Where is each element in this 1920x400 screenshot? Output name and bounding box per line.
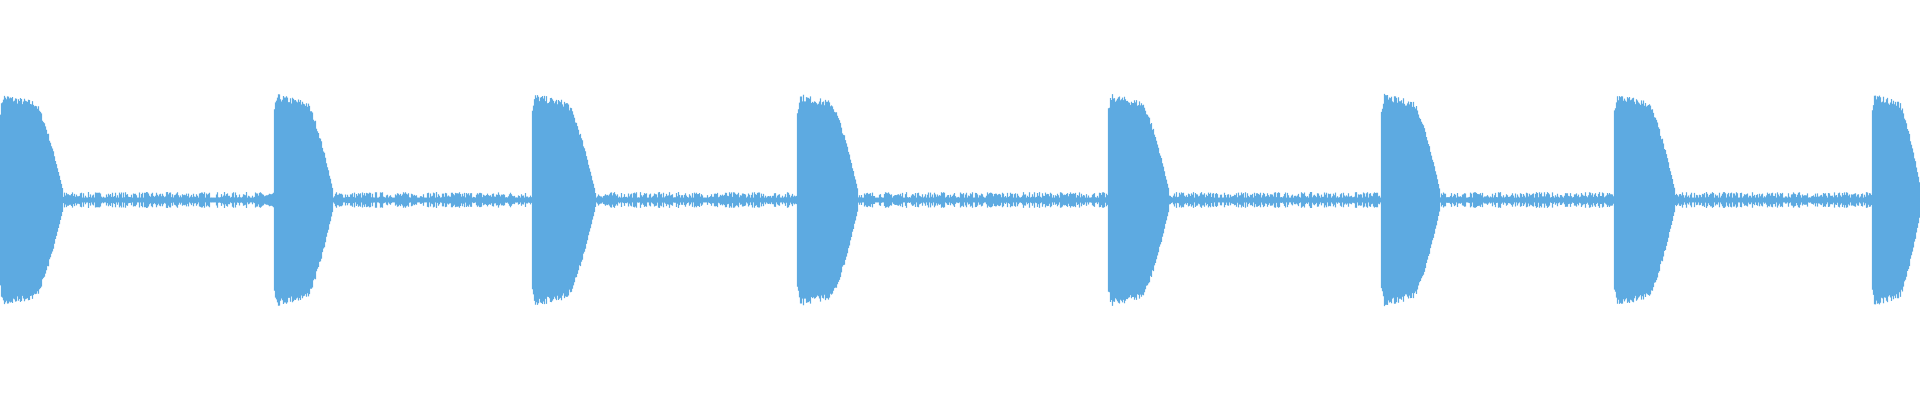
waveform-samples — [0, 93, 1920, 307]
waveform-layer — [0, 93, 1920, 307]
